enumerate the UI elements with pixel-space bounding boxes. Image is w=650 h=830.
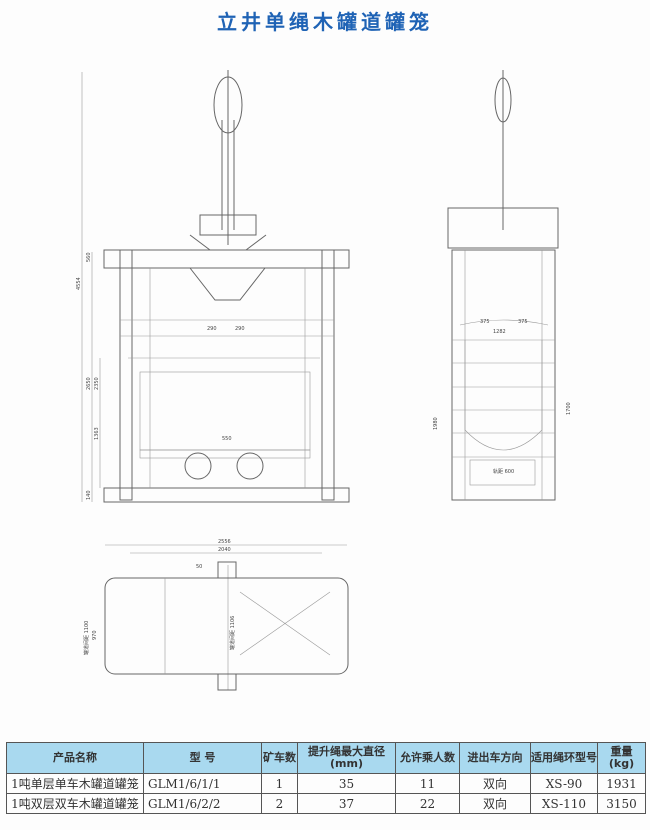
cell-rope-ring: XS-110 [530,793,598,814]
dim-right-offset: 290 [235,326,245,332]
cell-model: GLM1/6/2/2 [143,793,262,814]
dim-top-small: 50 [196,564,202,570]
dim-guide-gap: 罐道间距 1100 [83,621,90,655]
spec-table: 产品名称 型 号 矿车数 提升绳最大直径(mm) 允许乘人数 进出车方向 适用绳… [6,742,646,814]
side-view: 375 375 1282 1700 1980 轨距 600 [433,70,572,501]
dim-side-left: 375 [480,319,490,325]
dim-h1: 2650 [86,377,92,390]
dim-left-offset: 290 [207,326,217,332]
dim-top: 560 [86,252,92,262]
header-direction: 进出车方向 [459,742,531,774]
table-row: 1吨双层双车木罐道罐笼 GLM1/6/2/2 2 37 22 双向 XS-110… [6,793,646,814]
dim-h2: 2350 [94,377,100,390]
cell-passengers: 11 [395,773,460,794]
dim-side-right: 375 [518,319,528,325]
cell-car-count: 1 [261,773,298,794]
cell-car-count: 2 [261,793,298,814]
header-rope-diameter-unit: (mm) [330,757,363,770]
dim-wheel-gauge: 550 [222,436,232,442]
dim-top-overall: 2556 [218,539,231,545]
dim-top-inner-w: 970 [92,630,98,640]
cell-product-name: 1吨双层双车木罐道罐笼 [6,793,144,814]
dim-bottom: 140 [86,490,92,500]
dim-top-inner: 2040 [218,547,231,553]
cell-weight: 1931 [597,773,646,794]
table-row: 1吨单层单车木罐道罐笼 GLM1/6/1/1 1 35 11 双向 XS-90 … [6,773,646,794]
cell-rope-ring: XS-90 [530,773,598,794]
cell-direction: 双向 [459,773,531,794]
header-weight: 重量(kg) [597,742,646,774]
page-title: 立井单绳木罐道罐笼 [217,10,433,34]
header-rope-ring: 适用绳环型号 [530,742,598,774]
dim-side-height: 1700 [566,402,572,415]
dim-side-width: 1282 [493,329,506,335]
cell-model: GLM1/6/1/1 [143,773,262,794]
cell-weight: 3150 [597,793,646,814]
technical-drawing: 4554 560 2650 2350 1363 140 290 290 550 [76,70,572,691]
front-view: 4554 560 2650 2350 1363 140 290 290 550 [76,70,350,503]
dim-h3: 1363 [94,427,100,440]
header-passengers: 允许乘人数 [395,742,460,774]
header-rope-diameter-label: 提升绳最大直径 [308,745,385,758]
cell-direction: 双向 [459,793,531,814]
header-car-count: 矿车数 [261,742,298,774]
header-product-name: 产品名称 [6,742,144,774]
cell-product-name: 1吨单层单车木罐道罐笼 [6,773,144,794]
dim-side-height2: 1980 [433,417,439,430]
cell-passengers: 22 [395,793,460,814]
cell-rope-diameter: 35 [297,773,396,794]
table-header-row: 产品名称 型 号 矿车数 提升绳最大直径(mm) 允许乘人数 进出车方向 适用绳… [6,742,646,774]
cell-rope-diameter: 37 [297,793,396,814]
top-view: 2556 2040 50 罐道间距 1100 970 罐道间距 1106 [83,539,349,691]
header-rope-diameter: 提升绳最大直径(mm) [297,742,396,774]
dim-side-gauge: 轨距 600 [493,468,514,475]
header-model: 型 号 [143,742,262,774]
dim-total-height: 4554 [76,277,82,290]
dim-guide-gap2: 罐道间距 1106 [229,616,236,650]
